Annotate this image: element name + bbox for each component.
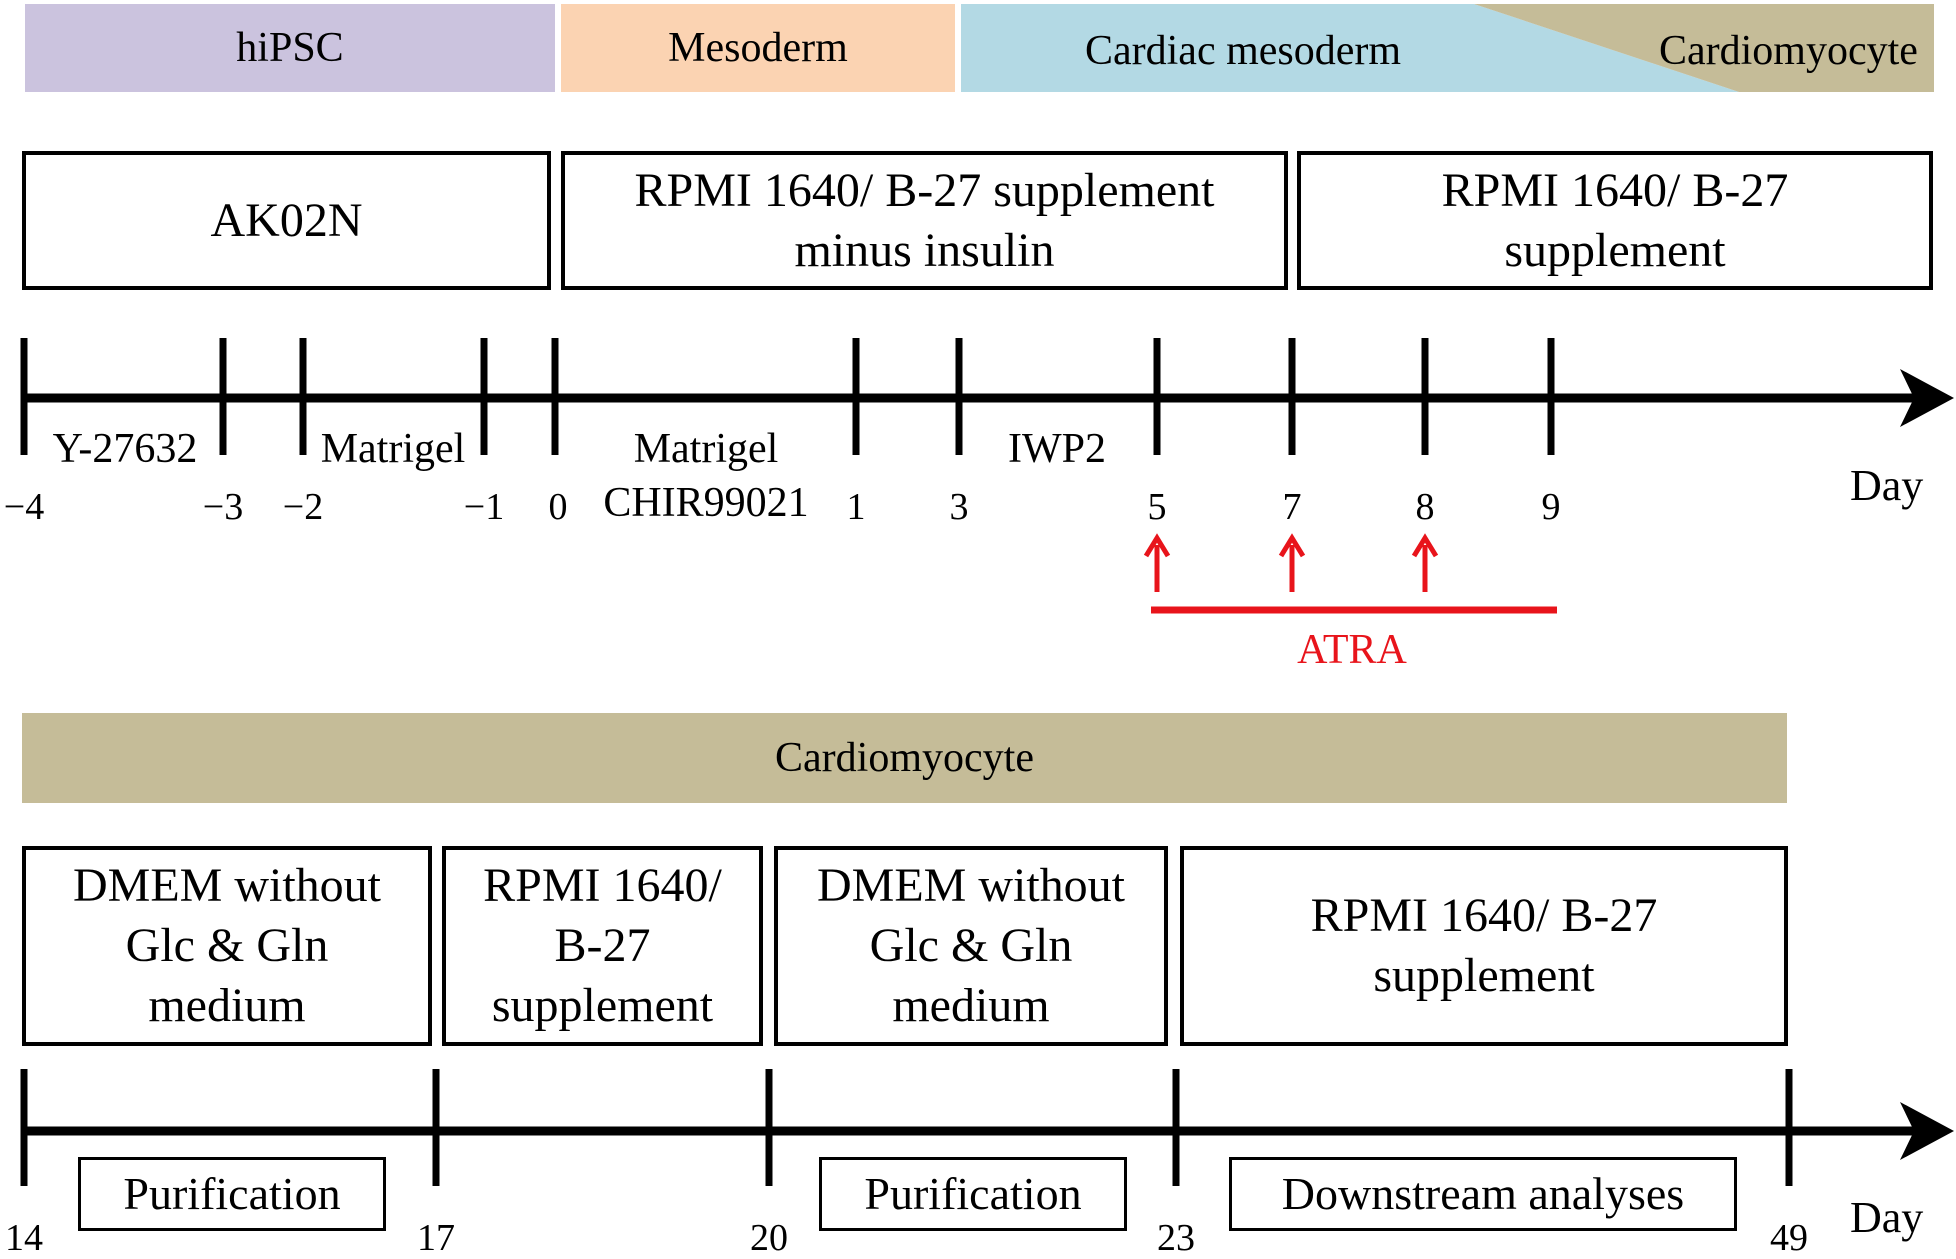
- phase-downstream-analyses: Downstream analyses: [1229, 1157, 1737, 1231]
- treatment-matrigel-2: Matrigel: [633, 426, 779, 472]
- medium-line: DMEM without: [72, 859, 381, 912]
- phase-label: Purification: [864, 1168, 1082, 1219]
- atra-arrowhead: [1143, 533, 1171, 558]
- medium-rpmi-b27-bottom-1: RPMI 1640/ B-27 supplement: [442, 846, 763, 1046]
- phase-purification-1: Purification: [78, 1157, 386, 1231]
- top-ticks: [20, 338, 1555, 455]
- medium-line: supplement: [491, 979, 714, 1032]
- stage-cardiomyocyte-bottom: Cardiomyocyte: [22, 713, 1787, 803]
- bottom-ticks: [20, 1069, 1793, 1186]
- medium-line: RPMI 1640/ B-27: [1310, 889, 1658, 942]
- stage-cardiac-mesoderm-shape: [961, 4, 1739, 92]
- medium-line: medium: [148, 979, 306, 1032]
- medium-line: RPMI 1640/ B-27 supplement: [634, 163, 1215, 217]
- stage-cardiac-cardiomyocyte-split: Cardiac mesoderm Cardiomyocyte: [961, 4, 1934, 92]
- treatment-chir99021: CHIR99021: [603, 480, 809, 526]
- medium-line: AK02N: [210, 193, 363, 247]
- top-tick-label: 0: [548, 486, 568, 528]
- atra-arrowhead: [1278, 533, 1306, 558]
- phase-purification-2: Purification: [819, 1157, 1127, 1231]
- atra-arrowhead: [1411, 533, 1439, 558]
- phase-label: Purification: [123, 1168, 341, 1219]
- medium-dmem-2: DMEM without Glc & Gln medium: [774, 846, 1168, 1046]
- treatment-y27632: Y-27632: [52, 426, 198, 472]
- medium-line: medium: [892, 979, 1050, 1032]
- top-tick-label: 9: [1541, 486, 1561, 528]
- top-tick-label: 7: [1282, 486, 1302, 528]
- top-tick-label: −3: [202, 486, 244, 528]
- stage-hipsc-label: hiPSC: [236, 25, 344, 71]
- medium-line: DMEM without: [816, 859, 1125, 912]
- medium-rpmi-minus-insulin: RPMI 1640/ B-27 supplement minus insulin: [561, 151, 1288, 290]
- treatment-iwp2: IWP2: [1008, 426, 1106, 472]
- bottom-tick-label: 17: [417, 1217, 455, 1259]
- treatment-matrigel-1: Matrigel: [320, 426, 466, 472]
- stage-cardiomyocyte-label: Cardiomyocyte: [1659, 28, 1918, 74]
- stage-cardiomyocyte-shape: [1474, 4, 1934, 92]
- medium-line: Glc & Gln: [869, 919, 1073, 972]
- bottom-tick-label: 14: [5, 1217, 43, 1259]
- top-tick-label: 1: [846, 486, 866, 528]
- medium-line: minus insulin: [794, 223, 1055, 277]
- top-tick-label: −4: [3, 486, 45, 528]
- stage-hipsc: hiPSC: [25, 4, 555, 92]
- stage-cardiomyocyte-bottom-label: Cardiomyocyte: [775, 735, 1034, 781]
- stage-mesoderm: Mesoderm: [561, 4, 955, 92]
- top-tick-label: −2: [282, 486, 324, 528]
- atra-marks: [1143, 533, 1557, 614]
- top-timeline-arrowhead: [1900, 369, 1954, 427]
- medium-dmem-1: DMEM without Glc & Gln medium: [22, 846, 432, 1046]
- medium-rpmi-b27: RPMI 1640/ B-27 supplement: [1297, 151, 1933, 290]
- top-day-label: Day: [1850, 461, 1924, 510]
- bottom-tick-label: 49: [1770, 1217, 1808, 1259]
- medium-line: RPMI 1640/: [483, 859, 722, 912]
- stage-mesoderm-label: Mesoderm: [668, 25, 848, 71]
- bottom-tick-label: 23: [1157, 1217, 1195, 1259]
- phase-label: Downstream analyses: [1281, 1168, 1685, 1219]
- top-tick-label: −1: [463, 486, 505, 528]
- medium-line: RPMI 1640/ B-27: [1441, 163, 1789, 217]
- bottom-tick-label: 20: [750, 1217, 788, 1259]
- stage-cardiac-mesoderm-label: Cardiac mesoderm: [1085, 28, 1402, 74]
- atra-label: ATRA: [1297, 627, 1407, 673]
- top-tick-label: 5: [1147, 486, 1167, 528]
- stage-split-shapes: [961, 4, 1934, 92]
- medium-line: B-27: [554, 919, 651, 972]
- medium-line: Glc & Gln: [125, 919, 329, 972]
- medium-ak02n: AK02N: [22, 151, 551, 290]
- top-tick-label: 8: [1415, 486, 1435, 528]
- bottom-timeline-arrowhead: [1900, 1102, 1954, 1160]
- top-tick-label: 3: [949, 486, 969, 528]
- medium-rpmi-b27-bottom-2: RPMI 1640/ B-27 supplement: [1180, 846, 1788, 1046]
- bottom-day-label: Day: [1850, 1193, 1924, 1242]
- medium-line: supplement: [1504, 223, 1726, 277]
- medium-line: supplement: [1373, 949, 1595, 1002]
